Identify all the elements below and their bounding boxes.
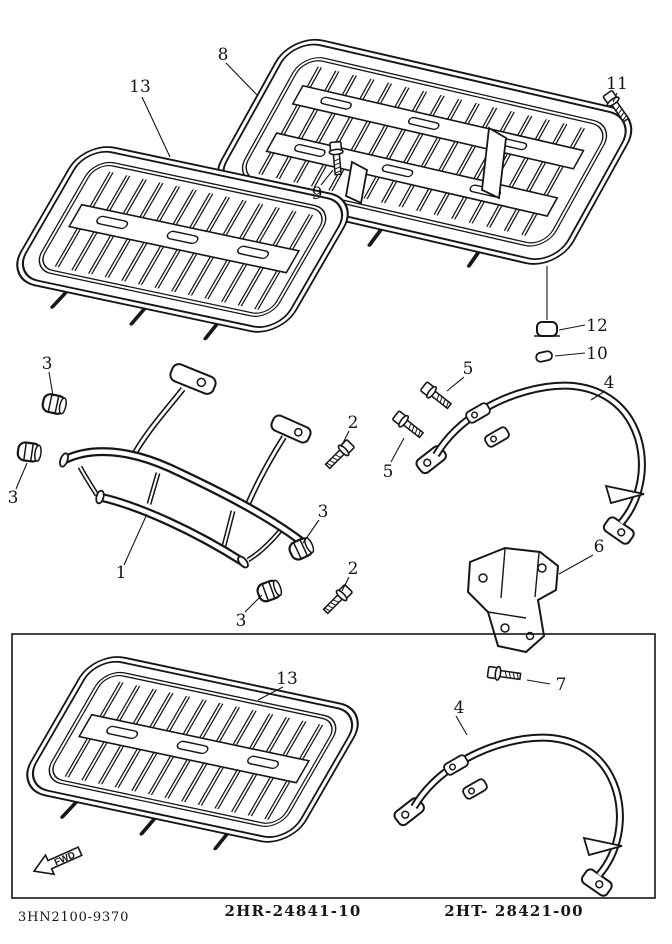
callouts: 13 8 11 9 12 10 3 3 2 5 5 4 1 3 2 3 6 7 … xyxy=(8,45,628,718)
callout-9: 9 xyxy=(312,184,323,204)
callout-11: 11 xyxy=(606,74,628,94)
callout-3-b: 3 xyxy=(8,488,19,508)
bolt-5-lower xyxy=(390,408,427,442)
inset-box xyxy=(11,633,656,899)
bolt-5-upper xyxy=(418,379,455,413)
rubber-damper-d xyxy=(254,577,285,605)
callout-4-box: 4 xyxy=(454,698,465,718)
callout-10: 10 xyxy=(586,344,608,364)
part-number-right: 2HT- 28421-00 xyxy=(444,902,584,920)
front-carrier-rack-inset xyxy=(9,654,366,863)
callout-12: 12 xyxy=(586,316,608,336)
callout-3-a: 3 xyxy=(42,354,53,374)
callout-3-d: 3 xyxy=(236,611,247,631)
callout-5-a: 5 xyxy=(463,359,474,379)
callout-7: 7 xyxy=(556,675,567,695)
clamp-part xyxy=(534,321,560,337)
side-guard-upper xyxy=(414,386,644,546)
callout-4-a: 4 xyxy=(604,373,615,393)
fwd-label: FWD xyxy=(53,850,77,869)
callout-13-box: 13 xyxy=(276,669,298,689)
leader-lines xyxy=(15,62,618,736)
part-number-left: 2HR-24841-10 xyxy=(225,902,362,920)
callout-13-top: 13 xyxy=(129,77,151,97)
callout-5-b: 5 xyxy=(383,462,394,482)
front-guard-assembly xyxy=(59,363,312,569)
rubber-damper-a xyxy=(40,391,69,417)
bolt-7 xyxy=(486,664,523,684)
callout-6: 6 xyxy=(594,537,605,557)
callout-2-b: 2 xyxy=(348,559,359,579)
callout-3-c: 3 xyxy=(318,502,329,522)
rear-carrier-mount-brackets xyxy=(344,126,548,320)
rubber-damper-b xyxy=(15,440,44,464)
bolt-2-upper xyxy=(322,437,357,472)
callout-1: 1 xyxy=(116,563,127,583)
mount-bracket xyxy=(466,546,560,654)
fwd-arrow: FWD xyxy=(32,846,83,876)
callout-2-a: 2 xyxy=(348,413,359,433)
side-guard-inset xyxy=(392,738,622,898)
callout-8: 8 xyxy=(218,45,229,65)
diagram-code: 3HN2100-9370 xyxy=(18,910,129,925)
bushing-part xyxy=(535,350,553,363)
bolt-2-lower xyxy=(320,582,355,617)
